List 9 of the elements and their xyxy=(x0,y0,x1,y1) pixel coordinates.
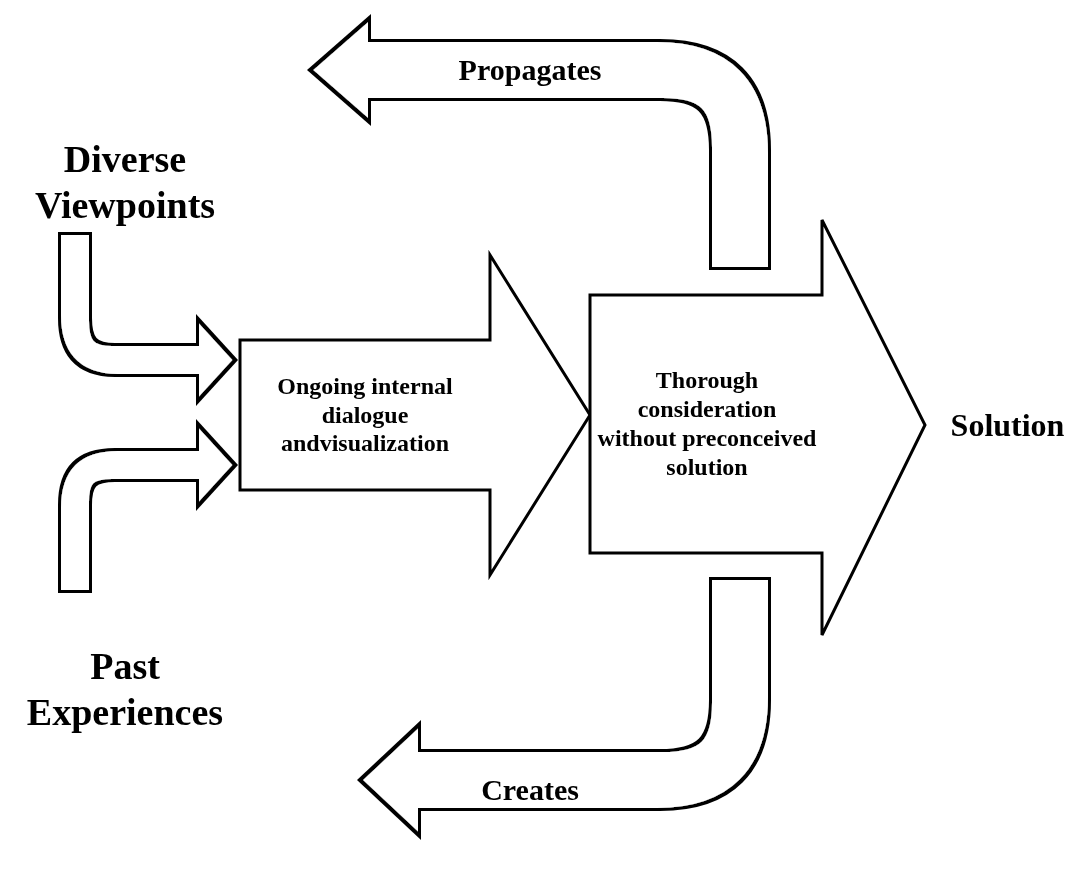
edge-label: Propagates xyxy=(454,53,606,87)
edge-label: Creates xyxy=(477,773,583,807)
block-arrow xyxy=(58,419,238,593)
arrow-text: Thorough consideration without preconceived solution xyxy=(596,366,818,482)
node-label: Diverse Viewpoints xyxy=(33,136,217,228)
arrow-text: Ongoing internal dialogue andvisualization xyxy=(276,371,454,459)
node-label: Past Experiences xyxy=(25,644,225,735)
node-label: Solution xyxy=(950,405,1065,445)
block-arrow xyxy=(58,232,238,406)
